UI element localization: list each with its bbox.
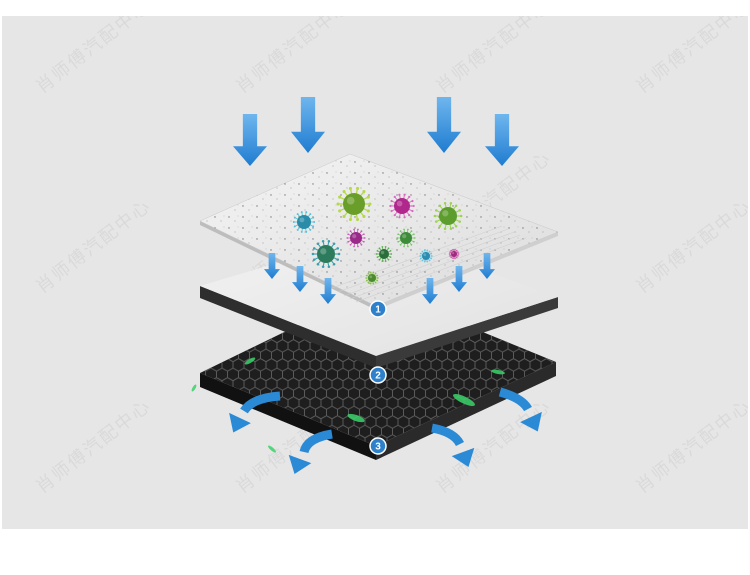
step-number-2: 2 bbox=[375, 371, 381, 382]
top-arrows bbox=[233, 97, 519, 166]
step-number-3: 3 bbox=[375, 442, 381, 453]
watermark-text: 肖师傅汽配中心 bbox=[432, 16, 555, 97]
germ-icon bbox=[311, 240, 341, 268]
watermark-text: 肖师傅汽配中心 bbox=[32, 395, 155, 497]
germ-icon bbox=[375, 246, 393, 262]
curved-outflow-arrow-icon bbox=[229, 391, 281, 433]
mid-arrows bbox=[264, 253, 495, 304]
airflow-arrow-icon bbox=[291, 97, 325, 153]
watermark-text: 肖师傅汽配中心 bbox=[32, 16, 155, 97]
step-badge-3: 3 bbox=[369, 437, 387, 455]
pollen-particles bbox=[191, 357, 505, 453]
airflow-arrow-icon bbox=[292, 266, 308, 292]
curved-outflow-arrow-icon bbox=[288, 429, 333, 475]
step-badge-1: 1 bbox=[369, 300, 387, 318]
airflow-arrow-icon bbox=[320, 278, 336, 304]
watermark-text: 肖师傅汽配中心 bbox=[632, 395, 748, 497]
germ-icon bbox=[419, 249, 433, 263]
watermark-text: 肖师傅汽配中心 bbox=[32, 195, 155, 297]
germ-icon bbox=[433, 202, 463, 230]
watermark-text: 肖师傅汽配中心 bbox=[632, 16, 748, 97]
airflow-arrow-icon bbox=[479, 253, 495, 279]
germ-icon bbox=[448, 248, 460, 260]
airflow-arrow-icon bbox=[451, 266, 467, 292]
germ-icon bbox=[292, 211, 316, 233]
airflow-arrow-icon bbox=[485, 114, 519, 166]
outflow-arrows bbox=[229, 387, 542, 475]
germ-icon bbox=[346, 228, 366, 248]
step-badge-2: 2 bbox=[369, 366, 387, 384]
airflow-arrow-icon bbox=[422, 278, 438, 304]
germ-icon bbox=[396, 228, 416, 248]
diagram-stage: 肖师傅汽配中心肖师傅汽配中心肖师傅汽配中心肖师傅汽配中心肖师傅汽配中心肖师傅汽配… bbox=[2, 16, 748, 529]
airflow-arrow-icon bbox=[427, 97, 461, 153]
germ-cluster bbox=[292, 186, 463, 285]
step-number-1: 1 bbox=[375, 305, 381, 316]
germ-icon bbox=[365, 271, 379, 285]
pre-filter-layer bbox=[199, 153, 559, 310]
filter-layers-diagram: 肖师傅汽配中心肖师傅汽配中心肖师傅汽配中心肖师傅汽配中心肖师傅汽配中心肖师傅汽配… bbox=[32, 16, 748, 497]
curved-outflow-arrow-icon bbox=[431, 423, 475, 468]
watermark-text: 肖师傅汽配中心 bbox=[232, 16, 355, 97]
germ-icon bbox=[389, 193, 415, 219]
airflow-arrow-icon bbox=[264, 253, 280, 279]
curved-outflow-arrow-icon bbox=[498, 387, 542, 432]
airflow-arrow-icon bbox=[233, 114, 267, 166]
watermark-text: 肖师傅汽配中心 bbox=[632, 195, 748, 297]
germ-icon bbox=[336, 186, 372, 222]
